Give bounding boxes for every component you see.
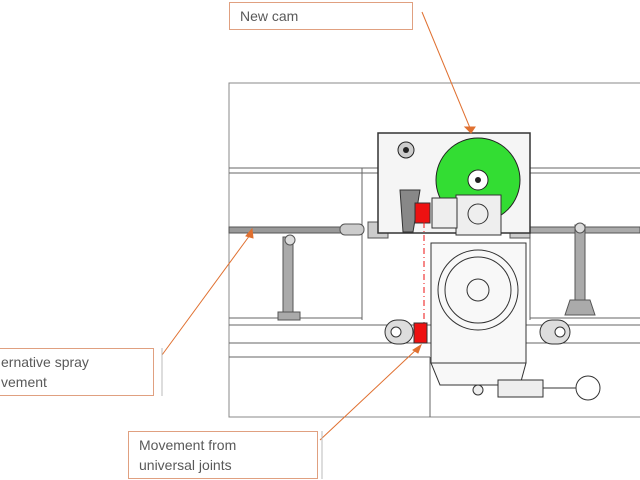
callout-spray-line1: ernative spray (1, 354, 89, 370)
callout-new-cam-text: New cam (240, 8, 299, 24)
callout-universal-line2: universal joints (139, 457, 232, 473)
right-support (564, 222, 596, 316)
motor (430, 242, 527, 386)
callout-alternative-spray: ernative spray vement (0, 348, 154, 396)
universal-joint-right (539, 319, 571, 345)
actuator-cylinder (472, 375, 601, 401)
drawing-frame (228, 82, 640, 418)
callout-new-cam: New cam (229, 2, 413, 30)
red-coupling-top (414, 202, 431, 224)
left-support (277, 234, 301, 321)
gearbox-top (431, 194, 502, 236)
leader-lines (161, 11, 476, 441)
universal-joint-left (384, 319, 428, 345)
callout-universal-joints: Movement from universal joints (128, 431, 318, 479)
callout-universal-line1: Movement from (139, 437, 237, 453)
callout-spray-line2: vement (1, 374, 47, 390)
